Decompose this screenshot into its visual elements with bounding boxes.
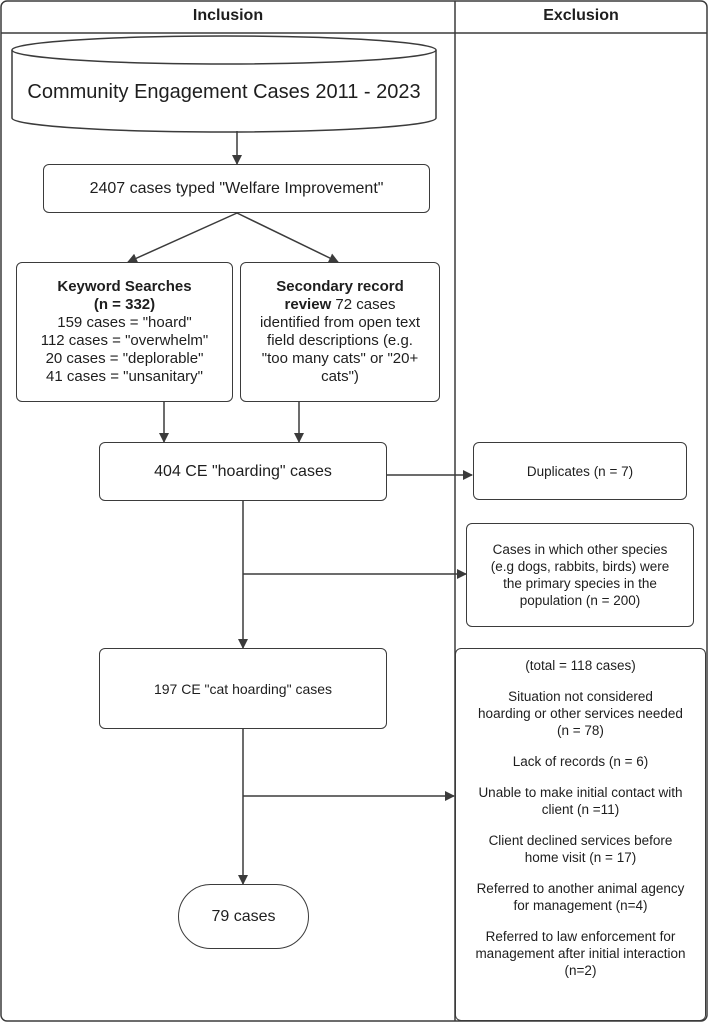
exclusion-line: Lack of records (n = 6) xyxy=(512,754,649,769)
arrow-welfare-to-secondary xyxy=(236,212,339,263)
exclusion-line: (n = 78) xyxy=(557,723,604,738)
exclusion-line: Client declined services before xyxy=(488,833,673,848)
keyword-item: 41 cases = "unsanitary" xyxy=(46,368,203,385)
database-cylinder xyxy=(11,35,437,133)
duplicates-box: Duplicates (n = 7) xyxy=(473,442,687,500)
keyword-item: 159 cases = "hoard" xyxy=(57,314,192,331)
species-box: Cases in which other species (e.g dogs, … xyxy=(466,523,694,627)
exclusion-line: for management (n=4) xyxy=(513,898,648,913)
secondary-title-2: review xyxy=(284,296,332,313)
arrow-welfare-to-keyword xyxy=(127,212,238,263)
exclusion-line: Situation not considered xyxy=(508,689,653,704)
secondary-line: cats") xyxy=(321,368,359,385)
exclusion-line: home visit (n = 17) xyxy=(524,850,637,865)
hoarding-text: 404 CE "hoarding" cases xyxy=(154,462,332,480)
exclusion-line: management after initial interaction xyxy=(475,946,686,961)
exclusion-group: Client declined services before home vis… xyxy=(489,832,673,866)
exclusion-line: Referred to another animal agency xyxy=(476,881,685,896)
secondary-title: Secondary record xyxy=(276,278,404,295)
keyword-box: Keyword Searches (n = 332) 159 cases = "… xyxy=(16,262,233,402)
secondary-line: identified from open text xyxy=(259,314,421,331)
exclusion-line: hoarding or other services needed xyxy=(478,706,683,721)
hoarding-box: 404 CE "hoarding" cases xyxy=(99,442,387,501)
secondary-box: Secondary record review 72 cases identif… xyxy=(240,262,440,402)
final-cases-terminal: 79 cases xyxy=(178,884,309,949)
species-line: (e.g dogs, rabbits, birds) were xyxy=(490,559,670,574)
exclusions-box: (total = 118 cases) Situation not consid… xyxy=(455,648,706,1021)
exclusion-line: Referred to law enforcement for xyxy=(485,929,676,944)
keyword-item: 20 cases = "deplorable" xyxy=(45,350,204,367)
exclusions-total: (total = 118 cases) xyxy=(525,658,636,673)
welfare-text: 2407 cases typed "Welfare Improvement" xyxy=(89,179,384,197)
secondary-count: 72 cases xyxy=(331,296,396,313)
secondary-line: "too many cats" or "20+ xyxy=(261,350,419,367)
cat-hoarding-text: 197 CE "cat hoarding" cases xyxy=(153,680,333,697)
final-cases-text: 79 cases xyxy=(211,907,276,925)
exclusion-group: Unable to make initial contact with clie… xyxy=(478,784,682,818)
exclusion-line: client (n =11) xyxy=(541,802,620,817)
species-line: Cases in which other species xyxy=(492,542,668,557)
exclusion-group: Situation not considered hoarding or oth… xyxy=(478,688,683,739)
cat-hoarding-box: 197 CE "cat hoarding" cases xyxy=(99,648,387,729)
welfare-box: 2407 cases typed "Welfare Improvement" xyxy=(43,164,430,213)
lane-header-inclusion: Inclusion xyxy=(192,7,264,24)
connectors xyxy=(127,131,473,885)
lane-header-exclusion: Exclusion xyxy=(543,7,619,24)
exclusion-group: Referred to law enforcement for manageme… xyxy=(475,928,685,979)
species-line: population (n = 200) xyxy=(519,593,641,608)
species-line: the primary species in the xyxy=(503,576,657,591)
keyword-count: (n = 332) xyxy=(93,296,156,313)
duplicates-text: Duplicates (n = 7) xyxy=(526,463,634,479)
exclusion-line: Unable to make initial contact with xyxy=(478,785,683,800)
exclusion-line: (n=2) xyxy=(564,963,597,978)
exclusion-group: Referred to another animal agency for ma… xyxy=(477,880,685,914)
exclusion-group: Lack of records (n = 6) xyxy=(513,753,648,770)
secondary-line: field descriptions (e.g. xyxy=(267,332,413,349)
keyword-title: Keyword Searches xyxy=(57,278,192,295)
keyword-item: 112 cases = "overwhelm" xyxy=(40,332,209,349)
source-label: Community Engagement Cases 2011 - 2023 xyxy=(27,80,421,103)
